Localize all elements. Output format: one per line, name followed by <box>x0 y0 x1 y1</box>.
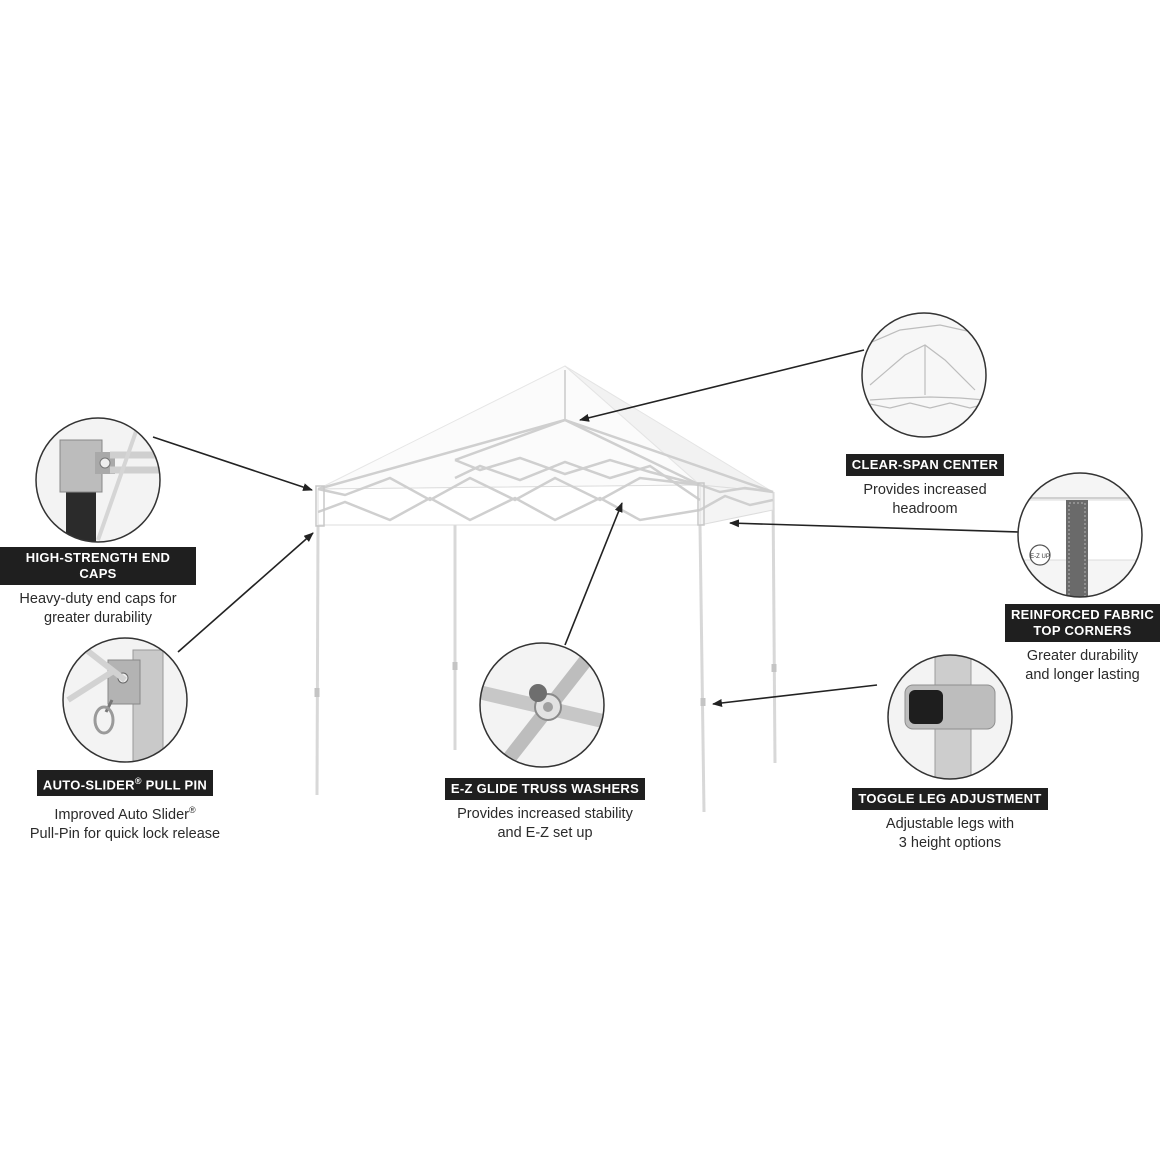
toggle-leg-description: Adjustable legs with 3 height options <box>885 816 1015 851</box>
leg-joints <box>314 662 777 706</box>
callout-clear-span: CLEAR-SPAN CENTER Provides increased hea… <box>840 454 1010 519</box>
clear-span-detail-icon <box>861 312 987 438</box>
truss-frame <box>317 418 774 522</box>
callout-truss-washers: E-Z GLIDE TRUSS WASHERS Provides increas… <box>435 778 655 843</box>
truss-washers-description: Provides increased stability and E-Z set… <box>457 806 633 841</box>
pull-pin-title: AUTO-SLIDER® PULL PIN <box>36 770 214 797</box>
clear-span-description: Provides increased headroom <box>863 482 987 517</box>
pull-pin-detail-icon <box>62 637 188 763</box>
end-cap-right <box>697 482 705 526</box>
end-cap-left <box>315 485 325 527</box>
canopy-tent <box>314 365 777 813</box>
toggle-leg-title: TOGGLE LEG ADJUSTMENT <box>852 788 1048 810</box>
callout-fabric-corners: REINFORCED FABRIC TOP CORNERS Greater du… <box>1000 604 1161 685</box>
clear-span-title: CLEAR-SPAN CENTER <box>845 454 1005 476</box>
arrow-toggle-leg <box>712 684 878 707</box>
arrow-truss-washers <box>564 502 623 646</box>
ezup-badge-text: E-Z UP <box>1030 554 1050 560</box>
truss-washer-detail-icon <box>479 642 605 768</box>
callout-arrows <box>152 349 1020 707</box>
fabric-corners-title: REINFORCED FABRIC TOP CORNERS <box>1004 604 1161 642</box>
end-caps-title: HIGH-STRENGTH END CAPS <box>0 547 196 585</box>
truss-washers-title: E-Z GLIDE TRUSS WASHERS <box>444 778 646 800</box>
fabric-corner-detail-icon: E-Z UP <box>1017 472 1143 598</box>
arrow-fabric-corners <box>729 519 1020 533</box>
end-caps-description: Heavy-duty end caps for greater durabili… <box>19 591 177 626</box>
callout-pull-pin: AUTO-SLIDER® PULL PIN Improved Auto Slid… <box>25 770 225 844</box>
arrow-end-caps <box>152 436 313 491</box>
callout-end-caps: HIGH-STRENGTH END CAPS Heavy-duty end ca… <box>0 547 196 628</box>
pull-pin-description: Improved Auto Slider® Pull-Pin for quick… <box>29 805 221 843</box>
end-cap-detail-icon <box>35 417 161 543</box>
toggle-leg-detail-icon <box>887 654 1013 780</box>
arrow-clear-span <box>579 349 865 422</box>
fabric-corners-description: Greater durability and longer lasting <box>1025 648 1140 683</box>
callout-toggle-leg: TOGGLE LEG ADJUSTMENT Adjustable legs wi… <box>850 788 1050 853</box>
arrow-pull-pin <box>177 532 314 653</box>
